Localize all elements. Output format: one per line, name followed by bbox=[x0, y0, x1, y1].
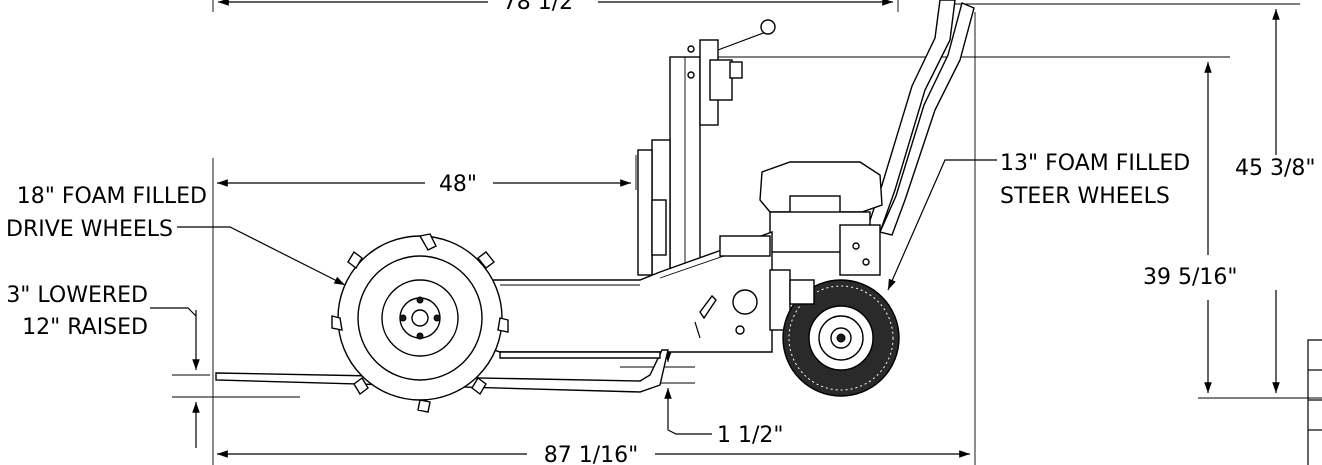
callout-steer-wheels: 13" FOAM FILLED STEER WHEELS bbox=[887, 151, 1190, 291]
dim-overall-length-bottom: 87 1/16" bbox=[217, 12, 976, 465]
fork-length-label: 48" bbox=[439, 172, 477, 197]
steer-wheels-label-line1: 13" FOAM FILLED bbox=[1000, 151, 1190, 176]
fork-height-lowered-label: 3" LOWERED bbox=[6, 283, 148, 308]
steer-wheels-label-line2: STEER WHEELS bbox=[1000, 184, 1170, 209]
title-block bbox=[1307, 339, 1322, 465]
fork-height-raised-label: 12" RAISED bbox=[22, 315, 148, 340]
dim-total-height: 45 3/8" bbox=[952, 3, 1322, 399]
chassis bbox=[479, 231, 791, 353]
dim-overall-length-top: 78 1/2" bbox=[212, 0, 899, 15]
upright-height-label: 39 5/16" bbox=[1143, 265, 1238, 290]
mast bbox=[637, 19, 776, 276]
callout-drive-wheels: 18" FOAM FILLED DRIVE WHEELS bbox=[6, 184, 346, 286]
dim-upright-height: 39 5/16" bbox=[700, 56, 1238, 393]
overall-length-bottom-label: 87 1/16" bbox=[544, 443, 639, 465]
forks bbox=[215, 349, 669, 393]
lever-knob bbox=[760, 19, 776, 35]
drive-wheel bbox=[331, 233, 509, 413]
steer-wheel bbox=[782, 279, 900, 397]
drive-wheels-label-line2: DRIVE WHEELS bbox=[6, 217, 173, 242]
forklift-drawing bbox=[215, 0, 975, 413]
dim-fork-thickness: 1 1/2" bbox=[620, 345, 784, 448]
dim-fork-height: 3" LOWERED 12" RAISED bbox=[6, 283, 300, 448]
engine bbox=[759, 161, 883, 276]
drive-wheels-label-line1: 18" FOAM FILLED bbox=[17, 184, 207, 209]
fork-thickness-label: 1 1/2" bbox=[717, 423, 784, 448]
total-height-label: 45 3/8" bbox=[1235, 156, 1316, 181]
overall-length-top-label: 78 1/2" bbox=[503, 0, 584, 15]
dim-fork-length: 48" bbox=[212, 155, 637, 465]
